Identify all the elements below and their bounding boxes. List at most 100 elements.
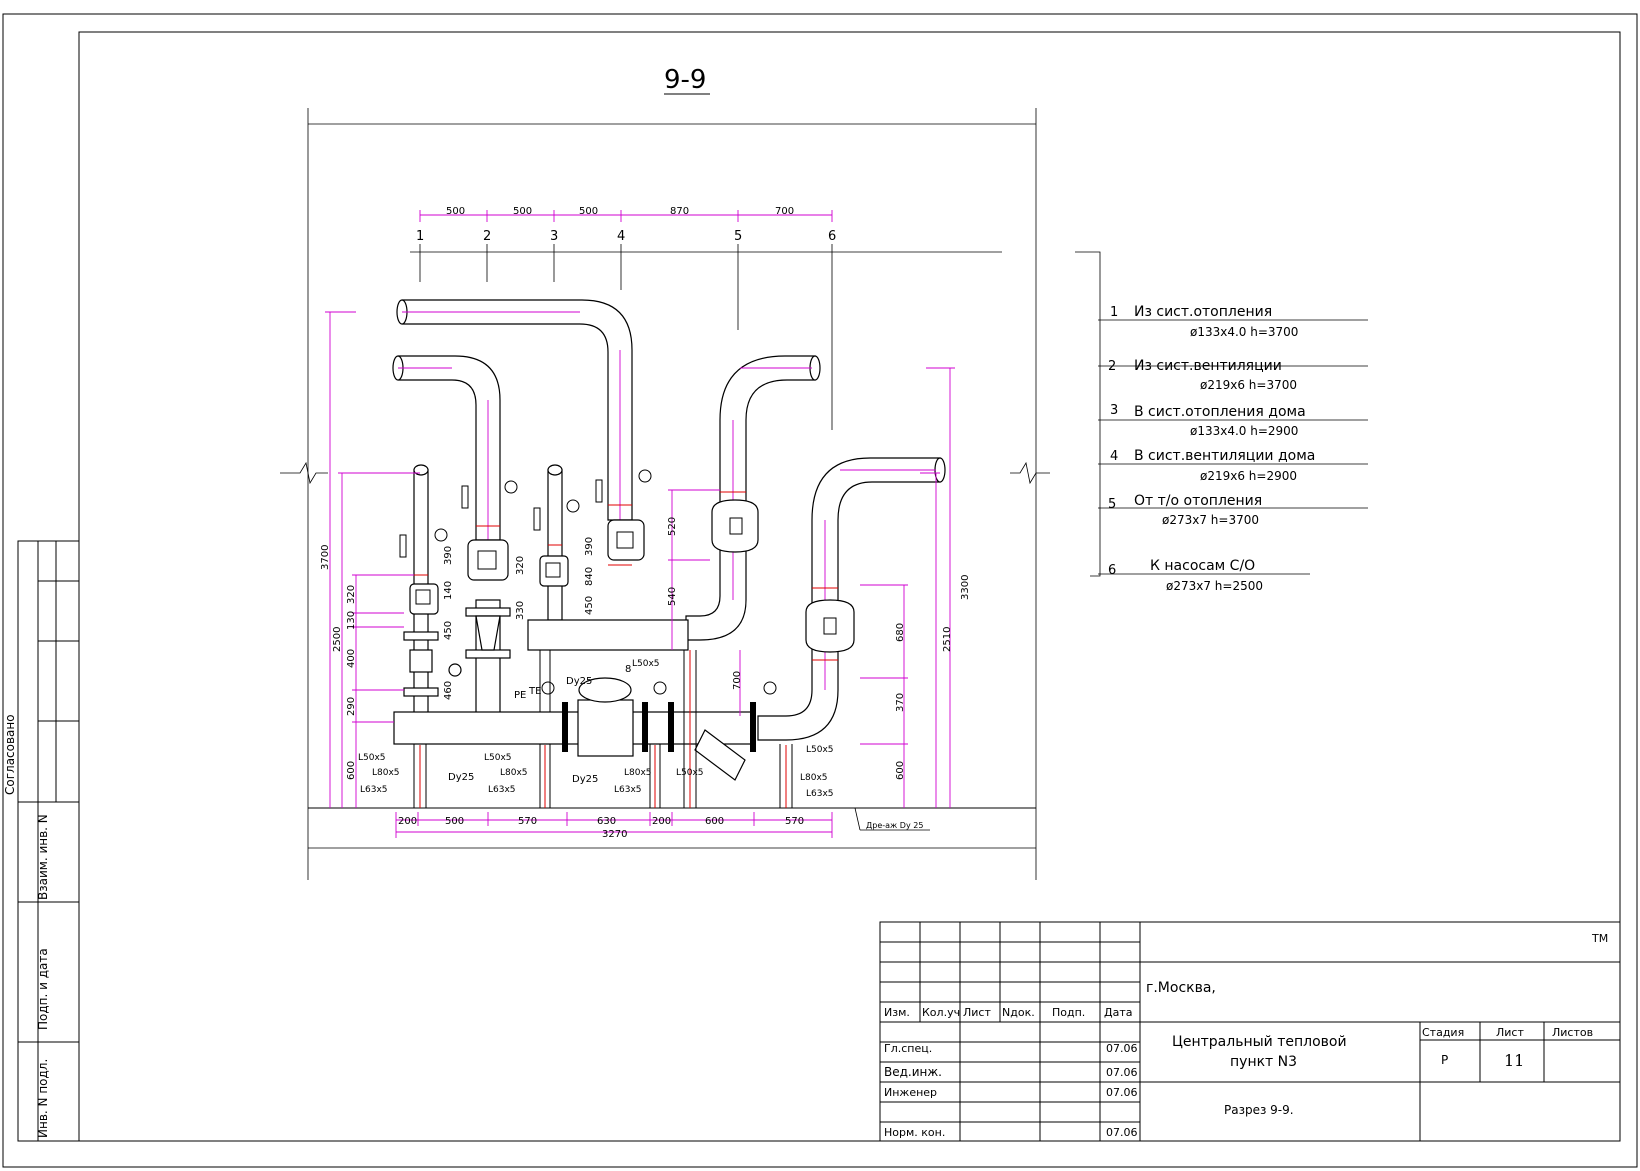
tb-project-line2: пункт N3: [1230, 1054, 1297, 1070]
legend-text-4: В сист.вентиляции дома: [1134, 448, 1315, 464]
legend-text-1: Из сист.отопления: [1134, 304, 1272, 320]
right-dim-600: 600: [895, 761, 906, 780]
inner-dim-840: 840: [584, 567, 595, 586]
inner-dim-140: 140: [443, 581, 454, 600]
top-dim-2: 500: [513, 206, 532, 217]
axis-label-3: 3: [550, 229, 558, 244]
profile-label: L63x5: [360, 785, 388, 795]
profile-label: L80x5: [624, 768, 652, 778]
valve-label: Dy25: [572, 774, 598, 785]
inner-dim-330: 330: [515, 601, 526, 620]
inner-dim-390b: 390: [584, 537, 595, 556]
tb-header-podp: Подп.: [1052, 1006, 1085, 1019]
left-dim-130: 130: [346, 611, 357, 630]
inner-dim-460: 460: [443, 681, 454, 700]
top-dim-5: 700: [775, 206, 794, 217]
axis-label-6: 6: [828, 229, 836, 244]
swap-inv-label: Взаим. инв. N: [36, 814, 50, 900]
profile-label: L50x5: [358, 753, 386, 763]
agreed-label: Согласовано: [3, 714, 17, 795]
profile-labels: L50x5 L80x5 L63x5 L50x5 L80x5 L63x5 L50x…: [358, 659, 834, 799]
drain-note: Дре-аж Dy 25: [866, 821, 923, 830]
legend-spec-1: ø133x4.0 h=3700: [1190, 325, 1298, 339]
tb-date-3: 07.06: [1106, 1086, 1138, 1099]
legend-text-3: В сист.отопления дома: [1134, 404, 1306, 420]
bottom-dim-200b: 200: [652, 816, 671, 827]
axis-label-2: 2: [483, 229, 491, 244]
tb-project-line1: Центральный тепловой: [1172, 1034, 1347, 1050]
tb-stage-label: Стадия: [1422, 1026, 1464, 1039]
right-dim-2510: 2510: [942, 627, 953, 652]
profile-label: L63x5: [488, 785, 516, 795]
legend-text-2: Из сист.вентиляции: [1134, 358, 1282, 374]
tb-stage-value: Р: [1441, 1053, 1448, 1067]
tb-role-inzhener: Инженер: [884, 1086, 937, 1099]
tb-sheet-value: 11: [1504, 1051, 1524, 1070]
section-title: 9-9: [664, 65, 706, 95]
bottom-dim-630: 630: [597, 816, 616, 827]
bottom-total-dim: 3270: [602, 829, 627, 840]
top-dim-3: 500: [579, 206, 598, 217]
valve-label: Dy25: [448, 772, 474, 783]
top-dim-1: 500: [446, 206, 465, 217]
item-8-label: 8: [625, 664, 631, 675]
left-dim-320: 320: [346, 585, 357, 604]
valve-label: Dy25: [566, 676, 592, 687]
legend-num-6: 6: [1108, 563, 1116, 578]
legend-spec-2: ø219x6 h=3700: [1200, 378, 1297, 392]
left-stamp: Согласовано Взаим. инв. N Подп. и дата И…: [3, 540, 80, 1142]
inner-dim-450b: 450: [584, 596, 595, 615]
inner-dim-450: 450: [443, 621, 454, 640]
gauge-icon: [434, 528, 448, 542]
gauge-icon: [566, 499, 580, 513]
profile-label: L63x5: [806, 789, 834, 799]
legend-num-3: 3: [1110, 403, 1118, 418]
legend-num-4: 4: [1110, 449, 1118, 464]
inner-dim-520: 520: [667, 517, 678, 536]
inner-dim-700: 700: [732, 671, 743, 690]
bottom-dim-200a: 200: [398, 816, 417, 827]
axis-label-1: 1: [416, 229, 424, 244]
pipe-5: [685, 355, 821, 641]
legend-spec-6: ø273x7 h=2500: [1166, 579, 1263, 593]
profile-label: L80x5: [800, 773, 828, 783]
profile-label: L80x5: [500, 768, 528, 778]
tb-sheet-title: Разрез 9-9.: [1224, 1103, 1294, 1117]
tb-tm-code: ТМ: [1591, 932, 1608, 945]
right-dim-370: 370: [895, 693, 906, 712]
legend-text-6: К насосам С/О: [1150, 558, 1255, 574]
gauges: [399, 469, 777, 695]
right-dim-3300: 3300: [960, 575, 971, 600]
tb-header-koluch: Кол.уч: [922, 1006, 960, 1019]
left-dim-290: 290: [346, 697, 357, 716]
left-dim-600: 600: [346, 761, 357, 780]
sign-date-label: Подп. и дата: [36, 948, 50, 1030]
tb-date-1: 07.06: [1106, 1042, 1138, 1055]
legend-spec-5: ø273x7 h=3700: [1162, 513, 1259, 527]
supports: [413, 650, 793, 808]
left-dim-400: 400: [346, 649, 357, 668]
inner-dim-320: 320: [515, 556, 526, 575]
gauge-icon: [763, 681, 777, 695]
tb-header-data: Дата: [1104, 1006, 1132, 1019]
profile-label: L50x5: [632, 659, 660, 669]
bottom-dim-600: 600: [705, 816, 724, 827]
tb-header-ndok: Nдок.: [1002, 1006, 1035, 1019]
bottom-dim-570a: 570: [518, 816, 537, 827]
gauge-icon: [541, 681, 555, 695]
room-outline: [280, 108, 1101, 880]
instrument-te-label: TE: [528, 686, 541, 697]
red-marks: [414, 491, 838, 808]
axis-label-5: 5: [734, 229, 742, 244]
tb-city: г.Москва,: [1146, 980, 1216, 996]
left-dim-2500: 2500: [332, 627, 343, 652]
pipe-2: [392, 355, 501, 541]
outer-border: [2, 13, 1638, 1168]
dimension-lines: [325, 311, 955, 838]
dimension-texts: 3700 2500 600 290 400 130 320 390 140 45…: [320, 517, 971, 840]
left-dim-3700: 3700: [320, 545, 331, 570]
pipe-legend: 1 Из сист.отопления ø133x4.0 h=3700 2 Из…: [1098, 304, 1368, 593]
gauge-icon: [653, 681, 667, 695]
orig-inv-label: Инв. N подл.: [36, 1059, 50, 1138]
axis-label-4: 4: [617, 229, 625, 244]
